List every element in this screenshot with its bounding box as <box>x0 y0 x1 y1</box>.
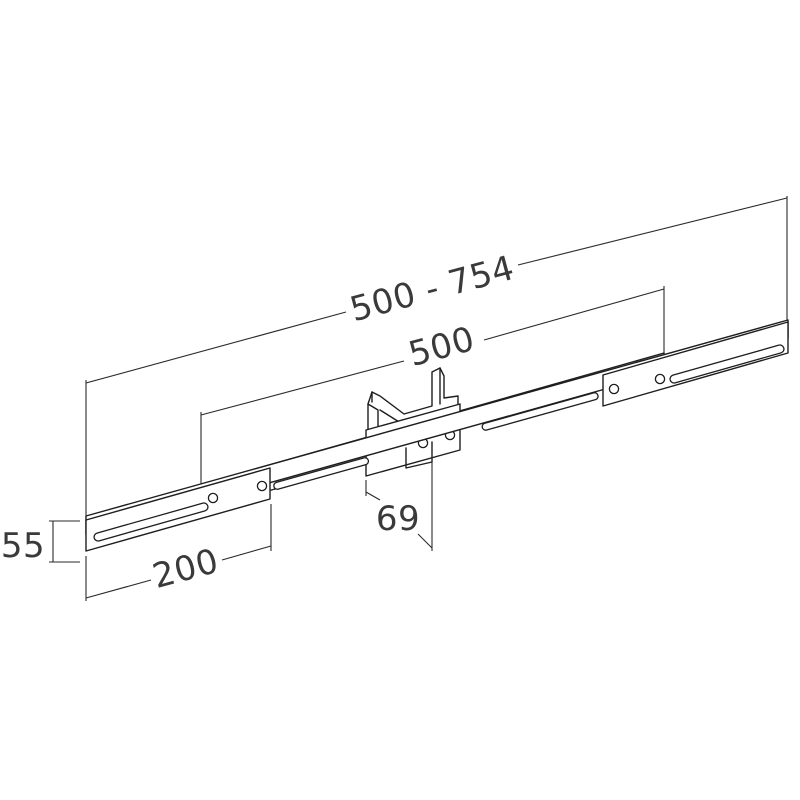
right-end-plate <box>602 321 789 407</box>
left-plate-hole-outer <box>256 480 268 492</box>
dimension-line-right <box>517 197 788 266</box>
overall-range-label: 500 - 754 <box>346 248 519 330</box>
strip-slot-right <box>481 392 599 431</box>
center-span-label: 500 <box>404 319 478 375</box>
plate-length-label: 200 <box>148 541 222 597</box>
dimension-line-left <box>85 579 152 599</box>
plate-height-dimension: 55 <box>1 520 80 566</box>
plate-height-label: 55 <box>1 526 45 566</box>
strip-slot-left <box>273 457 370 490</box>
dimension-line-right <box>417 533 433 549</box>
dimension-line-left <box>85 311 347 384</box>
left-end-plate <box>85 467 271 552</box>
right-plate-body <box>602 321 789 407</box>
right-plate-hole-outer <box>608 383 620 395</box>
dimension-line-right <box>221 545 272 561</box>
dimension-line-right <box>483 288 665 341</box>
bracket-width-dimension: 69 <box>365 456 433 551</box>
left-plate-hole-inner <box>207 492 219 504</box>
right-plate-hole-inner <box>654 373 666 385</box>
dimension-line-left <box>365 491 381 501</box>
right-plate-slot <box>669 344 785 384</box>
dimension-line-left <box>200 360 405 416</box>
left-plate-slot <box>93 502 209 542</box>
bracket-width-label: 69 <box>376 499 420 539</box>
bracket-lower-tab <box>405 441 433 469</box>
